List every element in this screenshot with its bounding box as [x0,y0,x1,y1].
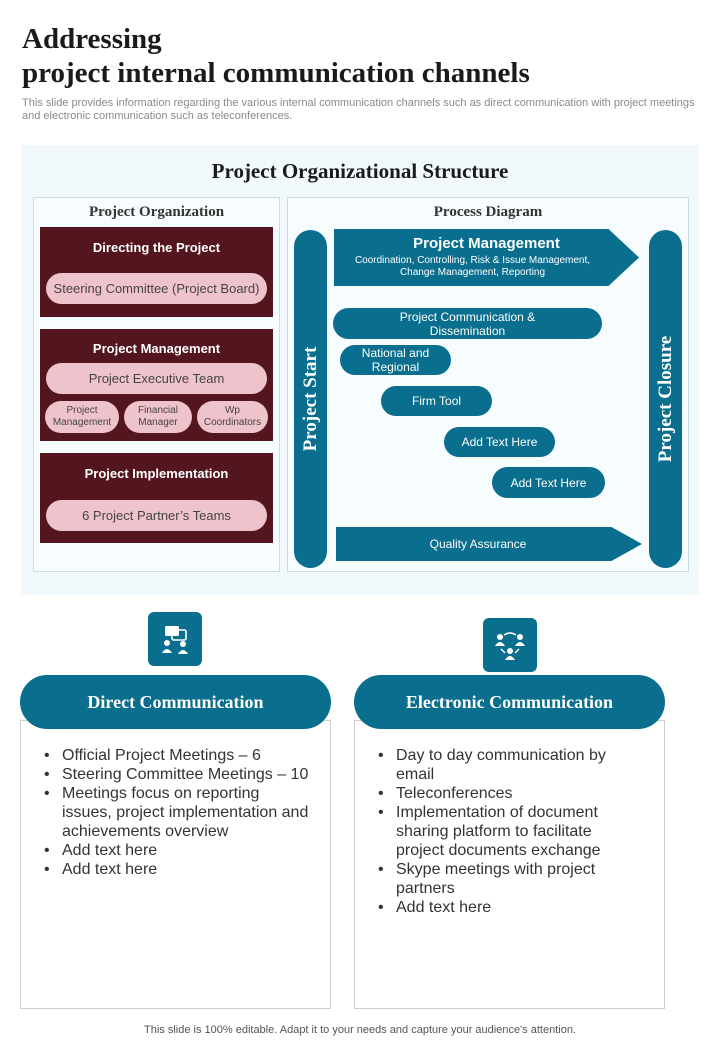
list-item: Meetings focus on reporting issues, proj… [42,784,312,841]
project-closure-label: Project Closure [654,335,676,463]
org-structure-panel: Project Organizational Structure Project… [21,145,699,595]
project-start-label: Project Start [299,346,321,452]
firm-tool-pill: Firm Tool [381,386,492,416]
directing-block: Directing the Project Steering Committee… [40,227,273,317]
org-structure-title: Project Organizational Structure [211,159,509,183]
page-title-line2: project internal communication channels [22,57,530,89]
list-item: Add text here [42,841,312,860]
list-item: Add text here [42,860,312,879]
quality-assurance-arrow: Quality Assurance [336,527,642,561]
electronic-communication-list: Day to day communication by email Teleco… [376,746,626,917]
page-title-line1: Addressing [22,23,162,55]
add-text-pill-1: Add Text Here [444,427,555,457]
project-organization-heading: Project Organization [88,204,225,220]
list-item: Day to day communication by email [376,746,626,784]
process-diagram-heading: Process Diagram [433,204,543,220]
communication-dissemination-pill: Project Communication &Dissemination [333,308,602,339]
management-block: Project Management Project Executive Tea… [40,329,273,441]
list-item: Implementation of document sharing platf… [376,803,626,860]
list-item: Steering Committee Meetings – 10 [42,765,312,784]
project-organization-box: Project Organization Directing the Proje… [33,197,280,572]
executive-team-pill: Project Executive Team [46,363,267,394]
process-diagram-box: Process Diagram Project Start Project Cl… [287,197,689,572]
project-start-bar: Project Start [294,230,327,568]
page-title: Addressing project internal communicatio… [22,22,702,90]
implementation-label: Project Implementation [84,466,229,481]
pm-arrow-subtitle: Coordination, Controlling, Risk & Issue … [354,255,591,278]
project-closure-bar: Project Closure [649,230,682,568]
steering-committee-pill: Steering Committee (Project Board) [46,273,267,304]
directing-label: Directing the Project [92,240,221,255]
partner-teams-pill: 6 Project Partner’s Teams [46,500,267,531]
project-management-arrow: Project Management Coordination, Control… [334,229,639,286]
implementation-block: Project Implementation 6 Project Partner… [40,453,273,543]
network-icon [483,618,537,672]
direct-communication-heading: Direct Communication [20,675,331,729]
pm-arrow-title: Project Management [413,235,560,252]
meeting-icon [148,612,202,666]
add-text-pill-2: Add Text Here [492,467,605,498]
footer-note: This slide is 100% editable. Adapt it to… [144,1024,576,1036]
management-label: Project Management [92,341,221,356]
list-item: Official Project Meetings – 6 [42,746,312,765]
electronic-communication-heading: Electronic Communication [354,675,665,729]
page-subtitle: This slide provides information regardin… [22,97,695,122]
direct-communication-list: Official Project Meetings – 6 Steering C… [42,746,312,879]
list-item: Add text here [376,898,626,917]
list-item: Teleconferences [376,784,626,803]
list-item: Skype meetings with project partners [376,860,626,898]
